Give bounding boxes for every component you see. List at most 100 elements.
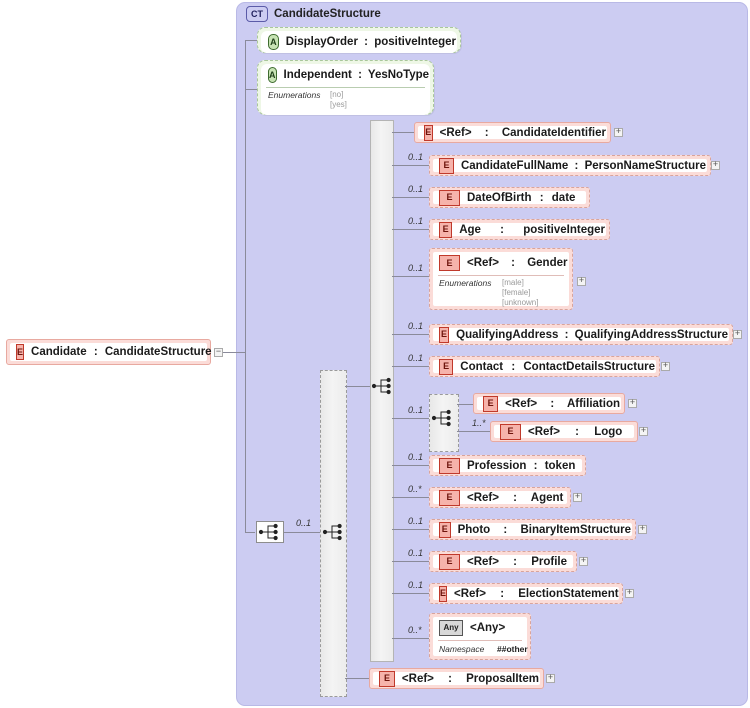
connector-logo — [457, 431, 490, 432]
connector-outer-sequence — [284, 532, 320, 533]
expander-candidateidentifier[interactable]: + — [614, 126, 623, 137]
sequence-icon — [322, 523, 342, 541]
complextype-badge: CT — [246, 6, 268, 22]
element-label: QualifyingAddress : QualifyingAddressStr… — [456, 328, 728, 341]
element-label: <Ref> : ElectionStatement — [454, 587, 619, 600]
cardinality-contact: 0..1 — [408, 353, 424, 363]
element-gender[interactable]: E <Ref> : Gender Enumerations [male] [fe… — [429, 248, 573, 310]
group-sequence-icon-wrap[interactable] — [321, 522, 347, 542]
element-label: <Ref> : Logo — [528, 425, 623, 438]
element-affiliation[interactable]: E <Ref> : Affiliation — [473, 393, 625, 414]
connector-attr-independent — [245, 89, 257, 90]
element-icon: E — [439, 326, 450, 343]
connector-attribute-trunk — [245, 40, 246, 352]
expander-gender[interactable]: + — [577, 275, 586, 286]
inner-sequence-icon-wrap[interactable] — [370, 376, 396, 396]
connector-child-group — [392, 418, 429, 419]
sequence-icon — [258, 523, 278, 541]
element-label: <Ref> : Affiliation — [505, 397, 620, 410]
attribute-displayorder-label: DisplayOrder : positiveInteger — [285, 36, 456, 48]
element-photo[interactable]: E Photo : BinaryItemStructure — [429, 519, 636, 540]
element-icon: E — [439, 221, 453, 238]
element-any[interactable]: Any <Any> Namespace ##other — [429, 613, 531, 660]
nested-group-bar[interactable] — [429, 394, 459, 452]
expander-logo[interactable]: + — [639, 425, 648, 436]
expander-contact[interactable]: + — [661, 360, 670, 371]
element-label: <Ref> : Gender — [467, 257, 568, 269]
element-profession[interactable]: E Profession : token — [429, 455, 586, 476]
connector-child-6 — [392, 366, 429, 367]
element-profile[interactable]: E <Ref> : Profile — [429, 551, 577, 572]
expander-photo[interactable]: + — [638, 523, 647, 534]
cardinality-candidatefullname: 0..1 — [408, 152, 424, 162]
any-icon: Any — [439, 620, 463, 636]
complextype-header: CT CandidateStructure — [246, 5, 381, 23]
connector-child-10 — [392, 561, 429, 562]
connector-child-0 — [392, 132, 414, 133]
cardinality-profile: 0..1 — [408, 548, 424, 558]
root-element-candidate[interactable]: E Candidate : CandidateStructure — [6, 339, 212, 365]
nested-sequence-icon-wrap[interactable] — [430, 408, 456, 428]
connector-group-to-inner — [345, 386, 370, 387]
outer-sequence-compositor[interactable] — [256, 521, 284, 543]
connector-group-to-proposalitem — [345, 678, 369, 679]
cardinality-agent: 0..* — [408, 484, 422, 494]
attribute-independent[interactable]: A Independent : YesNoType Enumerations [… — [257, 60, 434, 115]
expander-affiliation[interactable]: + — [628, 397, 637, 408]
element-label: Age : positiveInteger — [459, 223, 605, 236]
element-logo[interactable]: E <Ref> : Logo — [490, 421, 638, 442]
connector-child-2 — [392, 197, 429, 198]
expander-candidatefullname[interactable]: + — [711, 159, 720, 170]
connector-child-7 — [392, 465, 429, 466]
element-electionstatement[interactable]: E <Ref> : ElectionStatement — [429, 583, 623, 604]
connector-child-9 — [392, 529, 429, 530]
expander-proposalitem[interactable]: + — [546, 672, 555, 683]
element-label: <Ref> : Agent — [467, 491, 564, 504]
connector-root-to-sequence — [245, 532, 255, 533]
sequence-icon — [371, 377, 391, 395]
connector-child-3 — [392, 229, 429, 230]
element-age[interactable]: E Age : positiveInteger — [429, 219, 610, 240]
root-collapse-expander[interactable]: − — [214, 346, 223, 357]
connector-child-8 — [392, 497, 429, 498]
element-qualifyingaddress[interactable]: E QualifyingAddress : QualifyingAddressS… — [429, 324, 733, 345]
element-icon: E — [500, 423, 521, 440]
element-dateofbirth[interactable]: E DateOfBirth : date — [429, 187, 590, 208]
element-icon: E — [439, 489, 460, 506]
sequence-icon — [431, 409, 451, 427]
element-candidatefullname[interactable]: E CandidateFullName : PersonNameStructur… — [429, 155, 711, 176]
element-icon: E — [439, 189, 460, 206]
enumerations-label: Enumerations — [439, 278, 492, 288]
element-icon: E — [439, 553, 460, 570]
element-agent[interactable]: E <Ref> : Agent — [429, 487, 571, 508]
expander-profile[interactable]: + — [579, 555, 588, 566]
element-label: <Ref> : Profile — [467, 555, 568, 568]
element-label: DateOfBirth : date — [467, 191, 576, 204]
cardinality-profession: 0..1 — [408, 452, 424, 462]
element-icon: E — [483, 395, 499, 412]
element-icon: E — [439, 585, 448, 602]
element-proposalitem[interactable]: E <Ref> : ProposalItem — [369, 668, 544, 689]
connector-child-11 — [392, 593, 429, 594]
element-icon: E — [379, 670, 395, 687]
expander-agent[interactable]: + — [573, 491, 582, 502]
element-contact[interactable]: E Contact : ContactDetailsStructure — [429, 356, 660, 377]
connector-child-5 — [392, 334, 429, 335]
connector-root-vertical — [245, 352, 246, 532]
element-icon: E — [439, 255, 460, 271]
connector-child-4 — [392, 276, 429, 277]
element-candidateidentifier[interactable]: E <Ref> : CandidateIdentifier — [414, 122, 611, 143]
cardinality-qualifyingaddress: 0..1 — [408, 321, 424, 331]
expander-qualifyingaddress[interactable]: + — [733, 328, 742, 339]
element-icon: E — [16, 344, 25, 360]
expander-electionstatement[interactable]: + — [625, 587, 634, 598]
attribute-icon: A — [268, 67, 277, 83]
enumerations-values: [male] [female] [unknown] — [502, 278, 539, 307]
cardinality-any: 0..* — [408, 625, 422, 635]
element-label: Profession : token — [467, 459, 576, 472]
enumerations-values: [no] [yes] — [330, 90, 347, 109]
attribute-independent-label: Independent : YesNoType — [283, 69, 430, 81]
cardinality-logo: 1..* — [472, 418, 486, 428]
attribute-displayorder[interactable]: A DisplayOrder : positiveInteger — [257, 27, 461, 53]
